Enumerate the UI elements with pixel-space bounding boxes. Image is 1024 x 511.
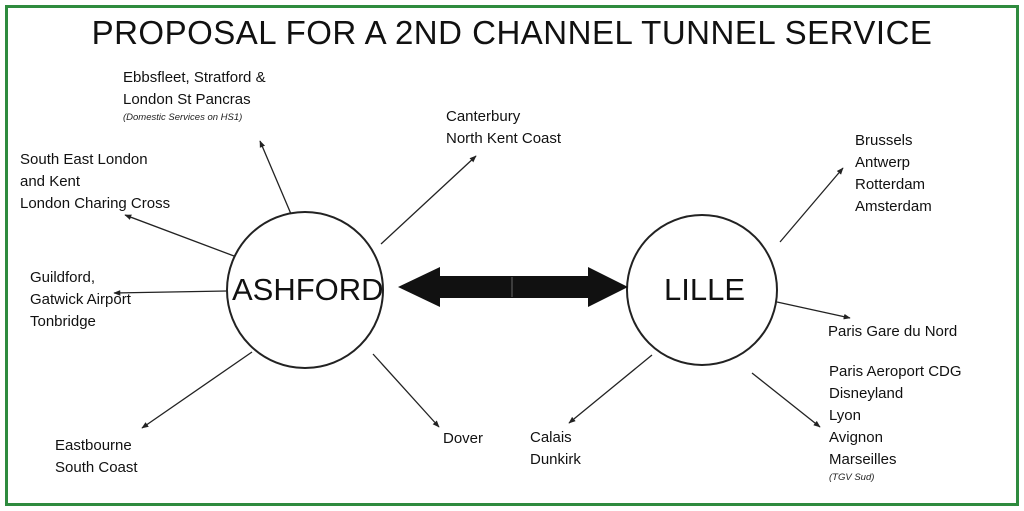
destination-line: Paris Gare du Nord — [828, 323, 958, 340]
destination-line: Tonbridge — [30, 313, 96, 330]
destination-tgv-sud: Paris Aeroport CDG Disneyland Lyon Avign… — [829, 361, 962, 485]
destination-brussels: Brussels Antwerp Rotterdam Amsterdam — [855, 130, 932, 218]
destination-line: Guildford, — [30, 269, 96, 286]
destination-line: Dover — [443, 430, 484, 447]
destination-line: South East London — [20, 151, 148, 168]
connector-guildford — [113, 290, 228, 296]
destination-line: Calais — [530, 429, 572, 446]
connector-brussels — [779, 167, 844, 243]
destination-calais: Calais Dunkirk — [530, 427, 581, 471]
destination-line: Marseilles — [829, 451, 897, 468]
destination-line: Disneyland — [829, 385, 904, 402]
diagram-frame — [5, 5, 1019, 506]
destination-line: London Charing Cross — [20, 195, 171, 212]
destination-eastbourne: Eastbourne South Coast — [55, 435, 138, 479]
destination-canterbury: Canterbury North Kent Coast — [446, 106, 561, 150]
destination-line: Antwerp — [855, 154, 911, 171]
destination-line: Dunkirk — [530, 451, 581, 468]
connector-south-east-london — [124, 214, 235, 257]
destination-line: Brussels — [855, 132, 913, 149]
destination-line: South Coast — [55, 459, 138, 476]
destination-line: Ebbsfleet, Stratford & — [123, 69, 266, 86]
connector-canterbury — [380, 155, 477, 245]
destination-line: North Kent Coast — [446, 130, 562, 147]
destination-ebbsfleet: Ebbsfleet, Stratford & London St Pancras… — [123, 67, 266, 125]
tunnel-link-arrow — [398, 267, 628, 307]
destination-paris-nord: Paris Gare du Nord — [828, 321, 957, 343]
destination-south-east-london: South East London and Kent London Charin… — [20, 149, 170, 215]
destination-line: Paris Aeroport CDG — [829, 363, 962, 380]
destination-dover: Dover — [443, 428, 483, 450]
destination-line: Amsterdam — [855, 198, 932, 215]
connector-eastbourne — [141, 351, 253, 429]
lille-hub-label: LILLE — [664, 272, 746, 307]
destination-guildford: Guildford, Gatwick Airport Tonbridge — [30, 267, 131, 333]
destination-line: Avignon — [829, 429, 883, 446]
ashford-hub-label: ASHFORD — [232, 272, 384, 307]
connector-tgv-sud — [751, 372, 821, 428]
connector-paris-nord — [776, 301, 851, 320]
destination-line: Rotterdam — [855, 176, 926, 193]
destination-note: (Domestic Services on HS1) — [123, 112, 243, 123]
ashford-hub-circle — [226, 211, 384, 369]
connector-dover — [372, 353, 440, 428]
destination-line: London St Pancras — [123, 91, 251, 108]
lille-hub-circle — [626, 214, 778, 366]
destination-line: Canterbury — [446, 108, 521, 125]
destination-line: and Kent — [20, 173, 81, 190]
destination-line: Gatwick Airport — [30, 291, 131, 308]
page-title: PROPOSAL FOR A 2ND CHANNEL TUNNEL SERVIC… — [91, 14, 933, 51]
destination-line: Lyon — [829, 407, 861, 424]
connector-calais — [568, 354, 653, 424]
connector-ebbsfleet — [259, 140, 292, 215]
destination-line: Eastbourne — [55, 437, 132, 454]
destination-note: (TGV Sud) — [829, 472, 875, 483]
